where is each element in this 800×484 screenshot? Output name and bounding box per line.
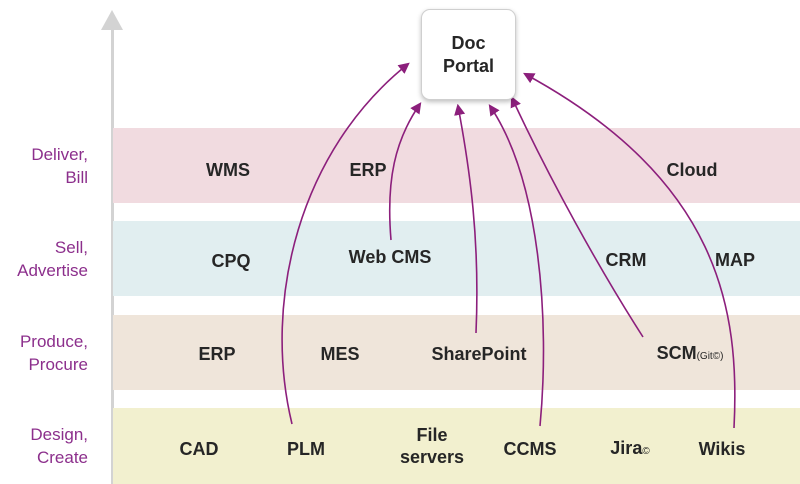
row-label-line: Sell, [54,238,88,257]
row-label-line: Deliver, [31,145,88,164]
node-scm-note: (Git©) [696,351,724,362]
node-plm: PLM [287,439,325,459]
band-deliver-bill [113,128,800,203]
node-cpq: CPQ [211,251,251,271]
row-label-deliver: Deliver, Bill [0,143,88,189]
row-label-produce: Produce, Procure [0,330,88,376]
node-file-servers-line: File [416,425,448,445]
node-crm: CRM [605,250,647,270]
row-label-line: Bill [65,168,88,187]
row-label-line: Produce, [19,332,88,351]
doc-portal-box: Doc Portal [421,9,516,100]
node-ccms: CCMS [503,439,557,459]
arrow-sharepoint-to-portal [454,103,478,334]
node-jira-mark: © [642,446,650,457]
band-sell-advertise [113,221,800,296]
row-label-line: Create [36,448,88,467]
row-label-line: Advertise [17,261,88,280]
node-wikis: Wikis [698,439,746,459]
portal-title-line: Doc [451,32,486,53]
vertical-axis-line [111,28,114,484]
band-design-create [113,408,800,484]
node-file-servers-line: servers [399,447,465,467]
node-mes: MES [320,344,360,364]
node-web-cms: Web CMS [348,247,432,267]
node-jira-label: Jira [610,438,643,458]
arrow-scm-to-portal [510,95,644,338]
band-produce-procure [113,315,800,390]
node-cloud: Cloud [666,160,718,180]
arrow-webcms-to-portal [388,102,422,241]
node-scm-label: SCM [656,343,697,363]
axis-arrowhead-icon [101,10,123,30]
row-label-line: Design, [30,425,88,444]
node-scm: SCM(Git©) [657,342,724,368]
row-label-sell: Sell, Advertise [0,236,88,282]
node-erp-produce: ERP [198,344,236,364]
node-jira: Jira© [610,437,649,463]
node-erp-deliver: ERP [349,160,387,180]
row-label-line: Procure [28,355,88,374]
arrow-ccms-to-portal [488,104,545,427]
row-label-design: Design, Create [0,423,88,469]
node-cad: CAD [179,439,219,459]
portal-title-line: Portal [442,55,494,76]
node-wms: WMS [206,160,250,180]
node-map: MAP [715,250,755,270]
node-sharepoint: SharePoint [431,344,527,364]
arrow-wikis-to-portal [523,72,736,429]
node-file-servers: File servers [400,424,464,468]
arrow-plm-to-portal [281,62,410,425]
